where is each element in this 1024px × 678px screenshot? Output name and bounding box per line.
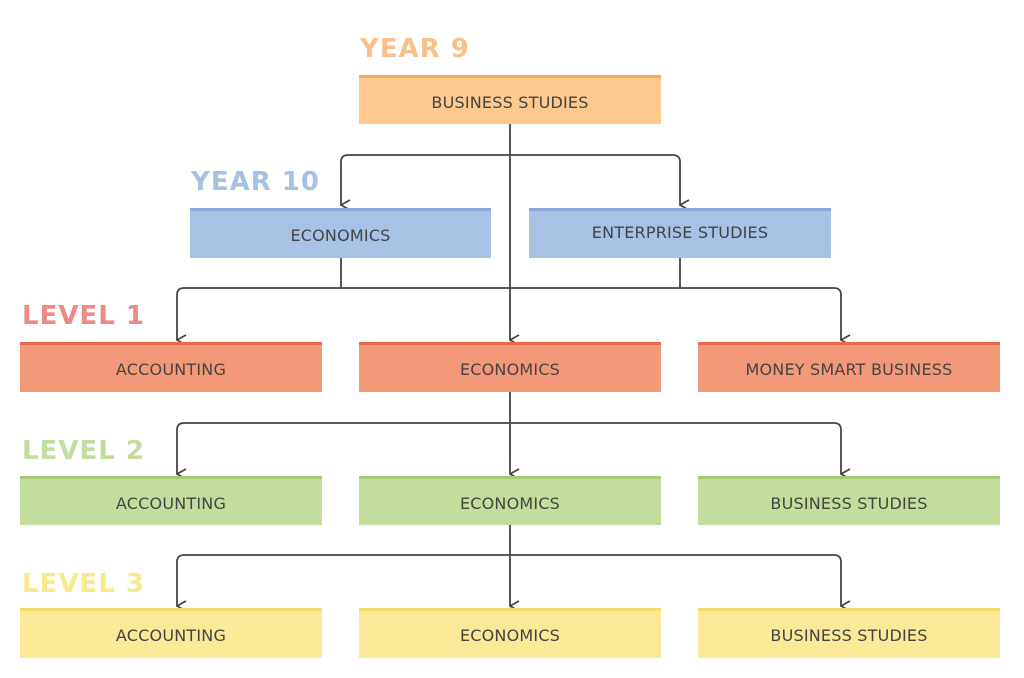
course-box-year10-enterprise-studies: ENTERPRISE STUDIES: [529, 208, 831, 258]
course-box-level2-accounting: ACCOUNTING: [20, 476, 322, 525]
course-box-level2-business-studies: BUSINESS STUDIES: [698, 476, 1000, 525]
connector-to-level1-accounting: [176, 287, 511, 346]
level2-label: LEVEL 2: [22, 436, 145, 466]
connector-to-level3-accounting: [176, 554, 511, 612]
year10-label: YEAR 10: [191, 167, 320, 197]
level3-label: LEVEL 3: [22, 569, 145, 599]
course-box-level1-accounting: ACCOUNTING: [20, 342, 322, 392]
level1-label: LEVEL 1: [22, 301, 145, 331]
course-box-level1-money-smart-business: MONEY SMART BUSINESS: [698, 342, 1000, 392]
year9-label: YEAR 9: [360, 34, 470, 64]
connector-to-level3-business: [509, 554, 851, 612]
connector-to-level2-business: [509, 422, 851, 480]
connector-year9-to-enterprise: [509, 154, 690, 211]
course-box-year9-business-studies: BUSINESS STUDIES: [359, 75, 661, 124]
course-box-year10-economics: ECONOMICS: [190, 208, 491, 258]
course-box-level2-economics: ECONOMICS: [359, 476, 661, 525]
connector-to-level2-accounting: [176, 422, 511, 480]
connector-to-level1-money-smart: [509, 287, 851, 346]
course-box-level1-economics: ECONOMICS: [359, 342, 661, 392]
course-box-level3-business-studies: BUSINESS STUDIES: [698, 608, 1000, 658]
course-box-level3-economics: ECONOMICS: [359, 608, 661, 658]
course-box-level3-accounting: ACCOUNTING: [20, 608, 322, 658]
connector-year9-to-economics: [340, 154, 511, 211]
